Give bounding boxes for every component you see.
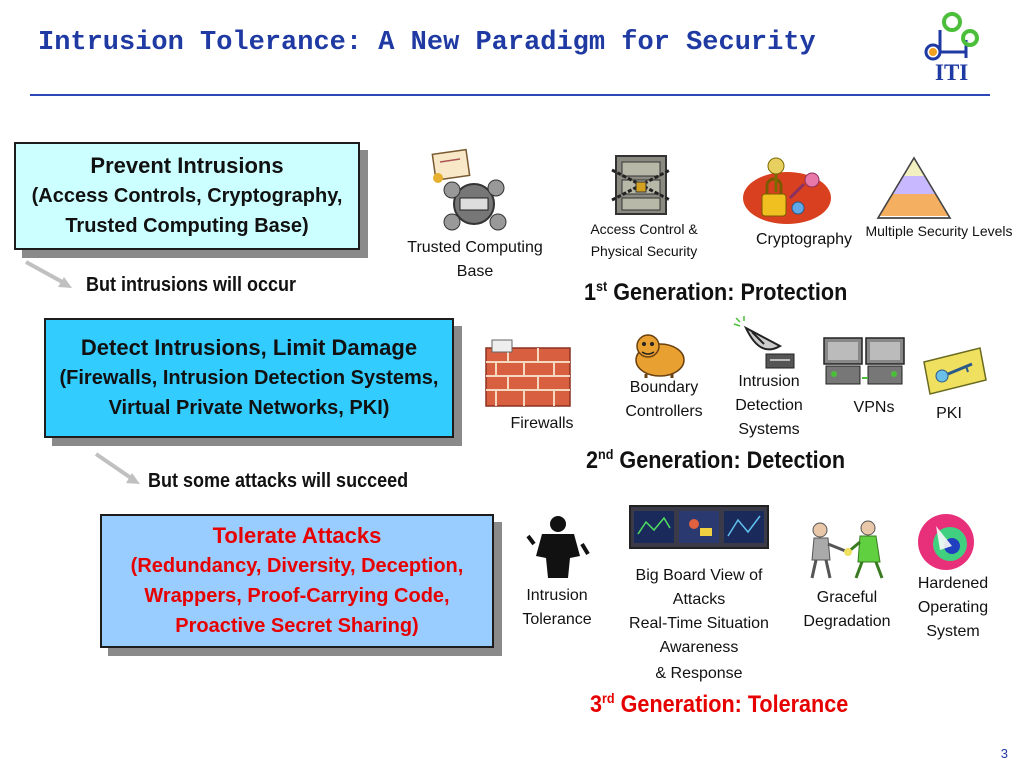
gen2-label-vpns: VPNs xyxy=(853,399,895,416)
gen3-label-graceful: Graceful Degradation xyxy=(803,589,891,630)
title-divider xyxy=(30,94,990,96)
page-number: 3 xyxy=(1000,746,1008,761)
slide-title: Intrusion Tolerance: A New Paradigm for … xyxy=(38,28,816,58)
gen3-heading: 3rd Generation: Tolerance xyxy=(590,690,849,718)
gen1-label-tcb: Trusted Computing Base xyxy=(407,239,543,280)
pyramid-icon xyxy=(876,156,952,219)
box-heading: Tolerate Attacks xyxy=(212,523,382,548)
box-heading: Detect Intrusions, Limit Damage xyxy=(80,335,418,360)
fighting-figures-icon xyxy=(810,520,884,579)
target-disc-icon xyxy=(918,514,974,570)
box-heading: Prevent Intrusions xyxy=(90,153,284,178)
iti-logo-text: ITI xyxy=(935,60,969,85)
box-line: (Redundancy, Diversity, Deception, xyxy=(130,555,464,577)
gen2-label-pki: PKI xyxy=(936,405,962,422)
silhouette-figure-icon xyxy=(526,516,590,578)
gen3-label-hardened: Hardened Operating System xyxy=(917,575,989,640)
satellite-dish-icon xyxy=(733,316,795,369)
tolerate-attacks-box: Tolerate Attacks (Redundancy, Diversity,… xyxy=(100,514,494,648)
gen1-heading: 1st Generation: Protection xyxy=(584,278,848,306)
gen2-label-ids: Intrusion Detection Systems xyxy=(735,373,803,438)
box-line: Proactive Secret Sharing) xyxy=(175,615,419,637)
prevent-intrusions-box: Prevent Intrusions (Access Controls, Cry… xyxy=(14,142,360,250)
gen2-label-firewalls: Firewalls xyxy=(510,415,574,432)
arrow-down-right-icon xyxy=(94,452,140,484)
detect-intrusions-box: Detect Intrusions, Limit Damage (Firewal… xyxy=(44,318,454,438)
gen1-label-crypto: Cryptography xyxy=(755,231,853,248)
gen2-label-boundary: Boundary Controllers xyxy=(625,379,703,420)
chained-cabinet-icon xyxy=(611,155,671,215)
computers-icon xyxy=(823,337,905,385)
brick-wall-icon xyxy=(485,339,571,407)
key-card-icon xyxy=(923,347,987,395)
transition-text: But some attacks will succeed xyxy=(148,470,409,492)
gen3-label-bigboard: Big Board View of Attacks Real-Time Situ… xyxy=(629,567,769,682)
arrow-down-right-icon xyxy=(25,260,72,288)
iti-logo-icon xyxy=(924,12,979,61)
keys-lock-icon xyxy=(743,157,831,224)
box-line: Virtual Private Networks, PKI) xyxy=(108,397,390,419)
gen1-label-access: Access Control & Physical Security xyxy=(590,221,698,259)
network-certificate-icon xyxy=(431,148,507,231)
transition-text: But intrusions will occur xyxy=(86,274,297,296)
gen3-label-it: Intrusion Tolerance xyxy=(522,587,592,628)
box-line: Trusted Computing Base) xyxy=(65,215,309,237)
gen2-heading: 2nd Generation: Detection xyxy=(586,446,846,474)
gen1-label-msl: Multiple Security Levels xyxy=(865,223,1013,239)
box-line: Wrappers, Proof-Carrying Code, xyxy=(144,585,450,607)
box-line: (Firewalls, Intrusion Detection Systems, xyxy=(59,367,439,389)
monitor-wall-icon xyxy=(629,505,769,549)
guard-dog-icon xyxy=(635,334,685,378)
box-line: (Access Controls, Cryptography, xyxy=(31,185,343,207)
